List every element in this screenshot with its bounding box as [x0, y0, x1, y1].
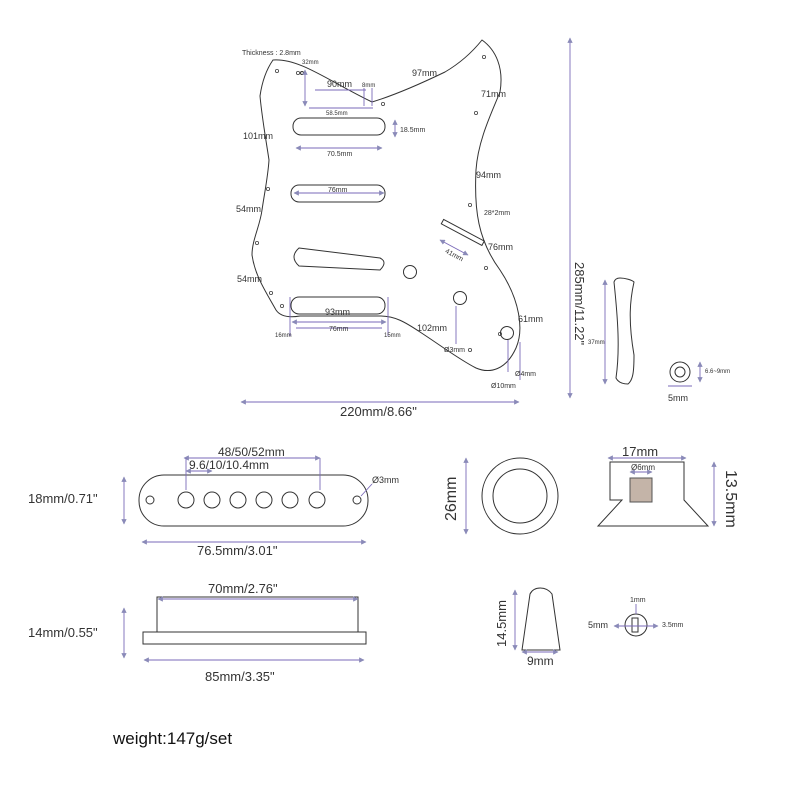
pickup-base-height: 14mm/0.55"	[28, 625, 98, 640]
dim-94mm: 94mm	[476, 170, 502, 180]
pickup-cover-height: 18mm/0.71"	[28, 491, 98, 506]
pickup-cover-dims	[121, 455, 373, 545]
lever-tip-drawing	[521, 587, 648, 651]
dim-102mm: 102mm	[417, 323, 448, 333]
pickup-base-top: 70mm/2.76"	[208, 581, 278, 596]
dim-54mm-lower: 54mm	[237, 274, 263, 284]
pickup-cover-spacing: 48/50/52mm	[218, 445, 285, 459]
switch-tip-drawing	[613, 277, 691, 385]
pickguard-outline	[251, 39, 521, 371]
thickness-label: Thickness : 2.8mm	[242, 50, 301, 57]
dim-32mm: 32mm	[302, 60, 319, 66]
dim-16mm: 16mm	[275, 333, 292, 339]
dim-18-5mm: 18.5mm	[400, 127, 426, 134]
dim-hole-3mm: Ø3mm	[444, 347, 465, 354]
pickguard-height: 285mm/11.22"	[572, 262, 587, 346]
pickguard-screw-holes	[254, 55, 502, 352]
pickup-cover-length: 76.5mm/3.01"	[197, 543, 278, 558]
pickup-cover-drawing	[138, 474, 369, 527]
dim-90mm: 90mm	[327, 79, 353, 89]
switch-tip-base: 5mm	[668, 393, 688, 403]
lever-hole: 1mm	[630, 597, 646, 604]
dim-97mm: 97mm	[412, 68, 438, 78]
lever-left: 5mm	[588, 620, 608, 630]
pickup-cover-hole: Ø3mm	[372, 475, 399, 485]
dim-76mm-right: 76mm	[488, 242, 514, 252]
knob-height: 13.5mm	[722, 470, 739, 528]
switch-tip-diameter: 6.6~9mm	[705, 369, 731, 375]
lever-tip-width: 9mm	[527, 654, 554, 668]
dim-hole-10mm: Ø10mm	[491, 383, 516, 390]
dim-54mm-upper: 54mm	[236, 204, 262, 214]
knob-shaft: Ø6mm	[631, 463, 655, 472]
dim-15mm: 15mm	[384, 333, 401, 339]
lever-tip-dims	[512, 589, 659, 655]
knob-diameter: 26mm	[443, 476, 460, 521]
dim-76mm-mid: 76mm	[328, 187, 348, 194]
dim-76mm-bottom: 76mm	[329, 326, 349, 333]
pickup-cover-pole: 9.6/10/10.4mm	[189, 458, 270, 472]
pickup-slots	[290, 117, 485, 315]
lever-right: 3.5mm	[662, 622, 684, 629]
pickup-base-drawing	[142, 596, 367, 645]
weight-label: weight:147g/set	[113, 729, 233, 748]
switch-tip-length: 37mm	[588, 340, 605, 346]
lever-tip-height: 14.5mm	[494, 600, 509, 647]
dim-58-5mm: 58.5mm	[326, 111, 348, 117]
dim-101mm: 101mm	[243, 131, 274, 141]
pickguard-dimension-lines	[240, 37, 573, 405]
pickguard-width: 220mm/8.66"	[340, 404, 417, 419]
dim-70-5mm: 70.5mm	[327, 151, 353, 158]
dim-71mm: 71mm	[481, 89, 507, 99]
knob-drawing	[481, 457, 710, 535]
dim-61mm: 61mm	[518, 314, 544, 324]
dim-hole-4mm: Ø4mm	[515, 371, 536, 378]
pickup-base-dims	[121, 596, 365, 663]
control-holes	[300, 71, 514, 340]
knob-top: 17mm	[622, 444, 659, 459]
dim-8mm: 8mm	[362, 83, 376, 89]
dim-93mm: 93mm	[325, 307, 351, 317]
pickup-base-length: 85mm/3.35"	[205, 669, 275, 684]
dim-28x2mm: 28*2mm	[484, 210, 511, 217]
knob-dims	[463, 455, 717, 535]
switch-tip-dims	[602, 279, 703, 387]
